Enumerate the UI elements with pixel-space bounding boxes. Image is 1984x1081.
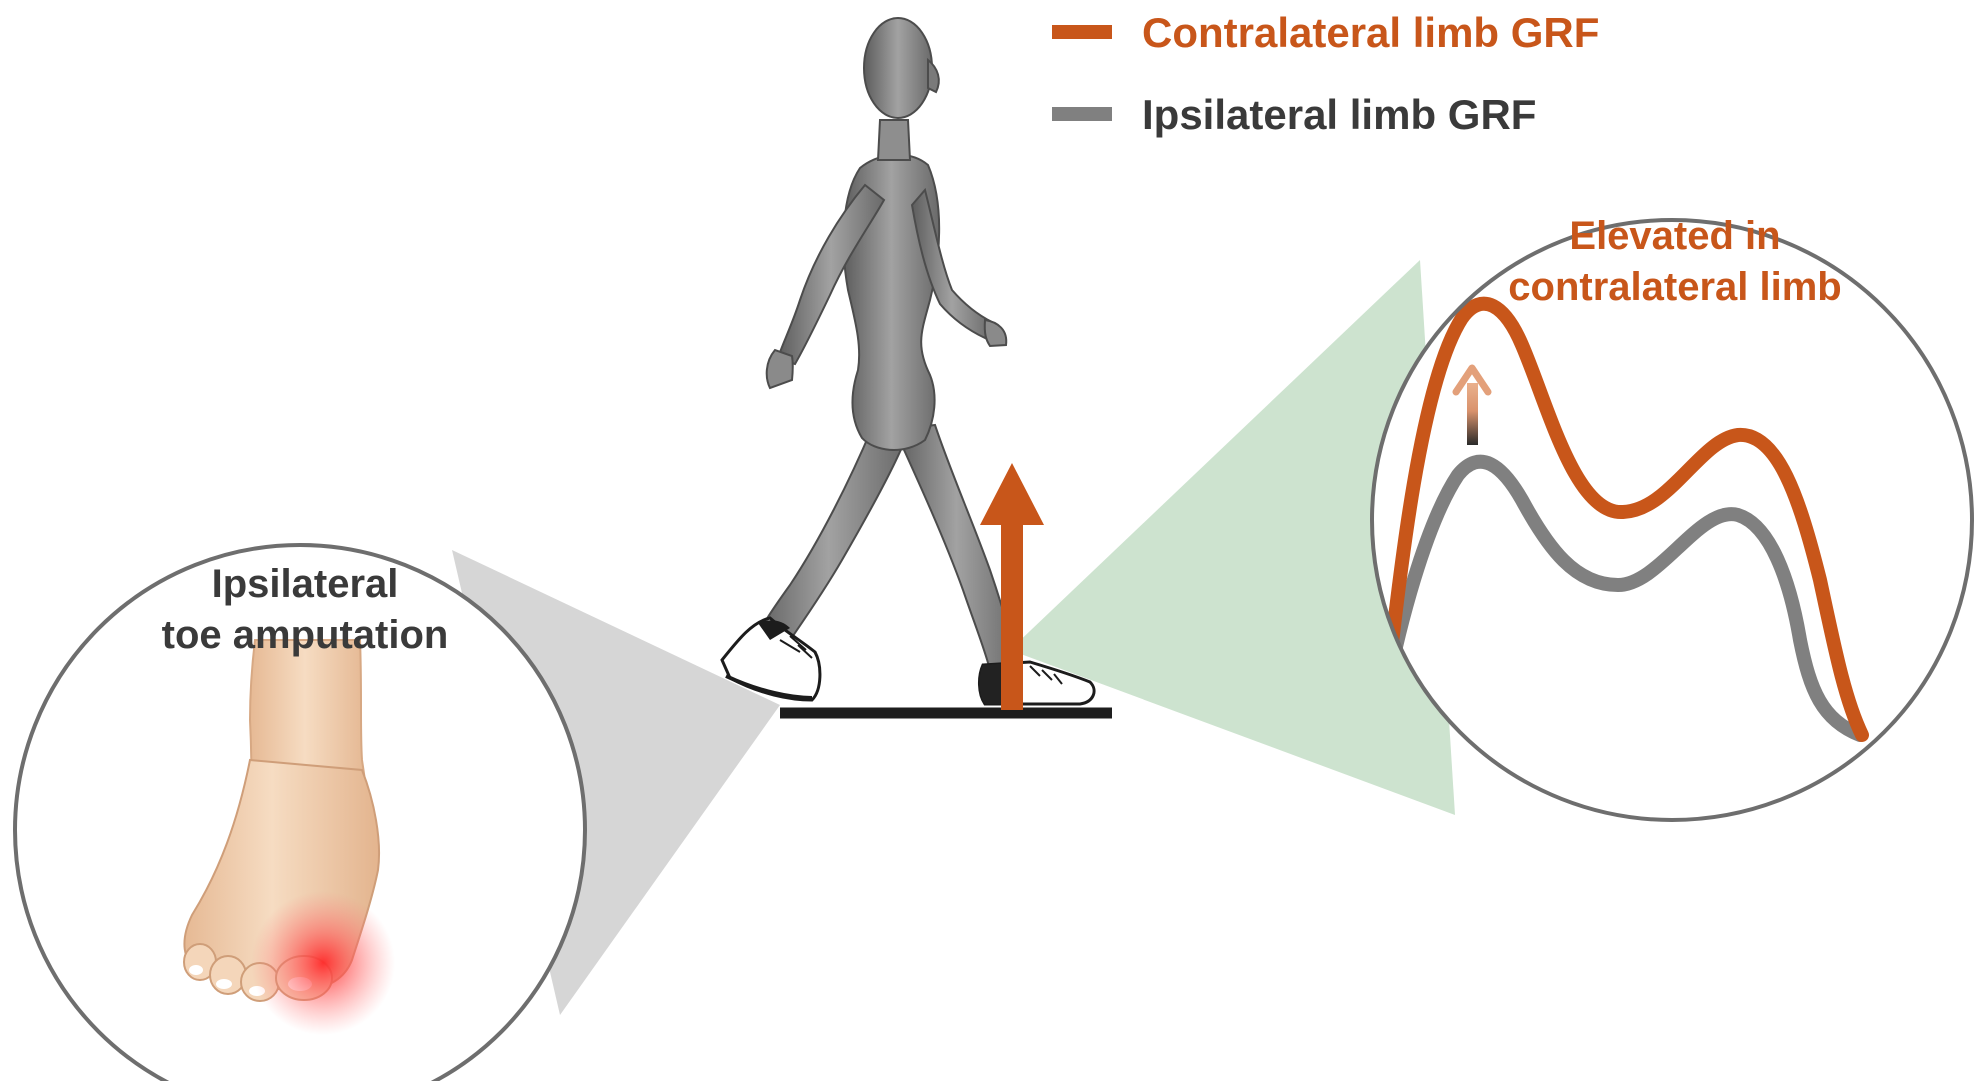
right-callout-line-1: Elevated in [1569, 214, 1780, 258]
legend-label-ipsilateral: Ipsilateral limb GRF [1142, 91, 1536, 138]
ground-reaction-force-arrow-icon [980, 463, 1044, 710]
ipsilateral-grf-curve [1372, 454, 1867, 742]
foot-icon [183, 639, 395, 1035]
right-callout-circle [1372, 220, 1972, 820]
right-callout-line-2: contralateral limb [1508, 265, 1841, 309]
contralateral-grf-curve [1375, 296, 1869, 742]
left-callout-line-1: Ipsilateral [212, 562, 399, 606]
legend-item-ipsilateral: Ipsilateral limb GRF [1052, 91, 1536, 138]
back-shoe-icon [720, 616, 822, 702]
left-callout-border [13, 543, 587, 1081]
left-callout-line-2: toe amputation [162, 613, 449, 657]
right-zoom-wedge [1010, 260, 1455, 815]
right-callout: Elevated in contralateral limb [1370, 214, 1974, 822]
legend-label-contralateral: Contralateral limb GRF [1142, 9, 1599, 56]
amputation-highlight-icon [251, 891, 395, 1035]
walking-figure-icon [750, 17, 1020, 672]
right-callout-border [1370, 218, 1974, 822]
legend: Contralateral limb GRF Ipsilateral limb … [1052, 9, 1599, 138]
legend-item-contralateral: Contralateral limb GRF [1052, 9, 1599, 56]
left-callout: Ipsilateral toe amputation [13, 543, 587, 1081]
increase-arrow-icon [1452, 364, 1492, 445]
